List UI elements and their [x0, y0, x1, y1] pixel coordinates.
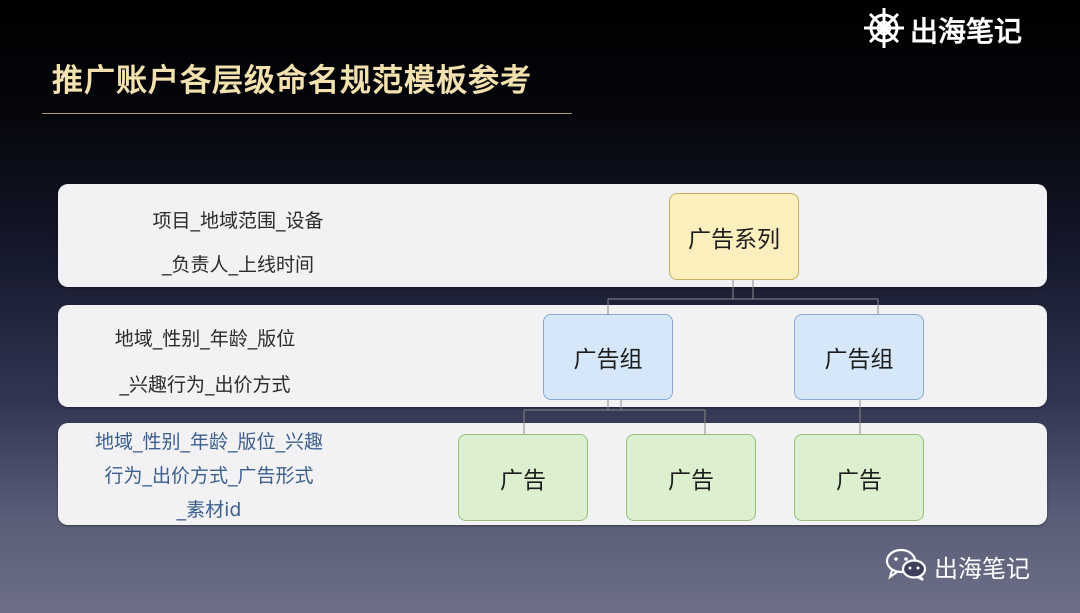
naming-rule-ad: 地域_性别_年龄_版位_兴趣 行为_出价方式_广告形式 _素材id — [0, 425, 418, 527]
node-ad: 广告 — [794, 434, 924, 521]
naming-rule-line: 地域_性别_年龄_版位_兴趣 — [94, 431, 323, 453]
brand-name-top: 出海笔记 — [910, 15, 1023, 48]
naming-rule-adgroup: 地域_性别_年龄_版位 _兴趣行为_出价方式 — [25, 316, 385, 408]
title-underline — [42, 113, 572, 114]
ship-helm-icon — [862, 6, 906, 54]
brand-name-bottom: 出海笔记 — [934, 554, 1030, 583]
node-ad: 广告 — [458, 434, 588, 521]
brand-logo-bottom: 出海笔记 — [884, 548, 1030, 584]
node-adgroup: 广告组 — [794, 314, 924, 400]
level-band-campaign — [58, 184, 1047, 287]
naming-rule-line: 地域_性别_年龄_版位 — [114, 328, 296, 350]
naming-rule-line: _负责人_上线时间 — [161, 254, 314, 276]
wechat-icon — [884, 547, 928, 585]
naming-rule-campaign: 项目_地域范围_设备 _负责人_上线时间 — [58, 199, 418, 287]
naming-rule-line: _素材id — [176, 499, 242, 521]
slide-title: 推广账户各层级命名规范模板参考 — [52, 63, 532, 99]
naming-rule-line: _兴趣行为_出价方式 — [119, 374, 291, 396]
node-campaign: 广告系列 — [669, 193, 799, 280]
node-ad: 广告 — [626, 434, 756, 521]
naming-rule-line: 行为_出价方式_广告形式 — [104, 465, 314, 487]
node-adgroup: 广告组 — [543, 314, 673, 400]
naming-rule-line: 项目_地域范围_设备 — [152, 210, 324, 232]
brand-logo-top: 出海笔记 — [862, 8, 1022, 52]
